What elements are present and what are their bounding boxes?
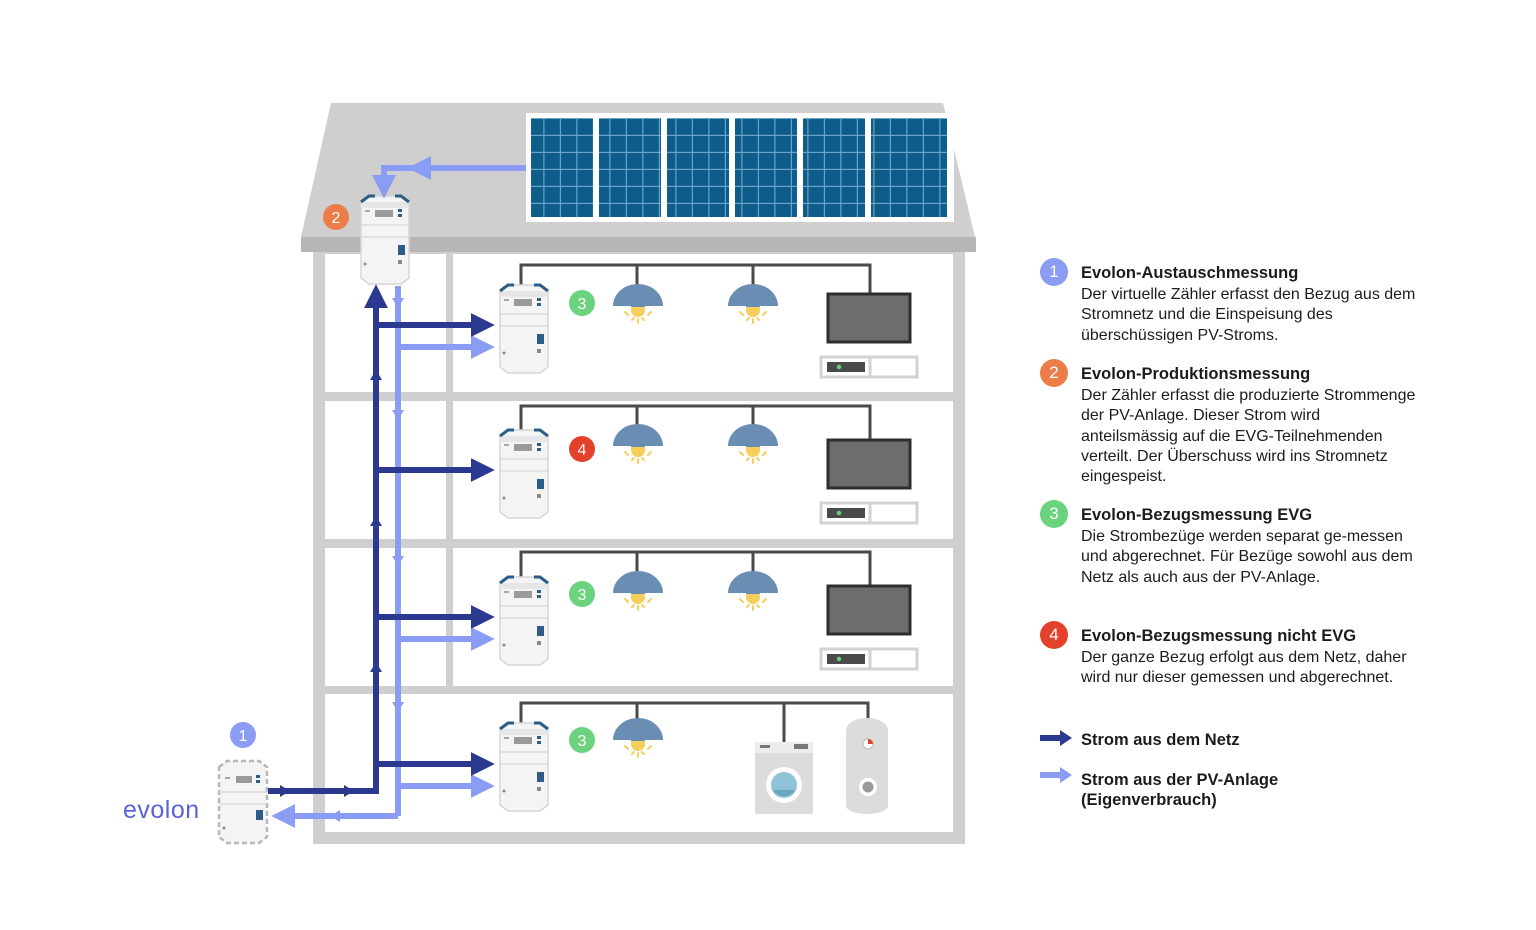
washing-machine-icon <box>755 742 813 814</box>
svg-text:1: 1 <box>239 728 248 745</box>
roof-meter <box>359 194 411 286</box>
svg-text:3: 3 <box>578 296 587 313</box>
legend-pv-label: Strom aus der PV-Anlage (Eigenverbrauch) <box>1081 771 1279 810</box>
badge-3: 3 <box>569 727 595 753</box>
badge-2: 2 <box>323 204 349 230</box>
virtual-meter <box>217 759 269 845</box>
legend-badge: 1 <box>1040 258 1068 286</box>
legend-text: Der ganze Bezug erfolgt aus dem Netz, da… <box>1081 649 1407 687</box>
legend-grid-label: Strom aus dem Netz <box>1081 731 1240 749</box>
light-arrow-icon <box>1040 767 1072 783</box>
badge-4: 4 <box>569 436 595 462</box>
legend-badge: 2 <box>1040 359 1068 387</box>
badge-3: 3 <box>569 290 595 316</box>
svg-text:3: 3 <box>578 587 587 604</box>
tv-icon <box>819 584 919 671</box>
grid-flow-arrows <box>268 284 495 794</box>
tv-icon <box>819 292 919 379</box>
badge-1: 1 <box>230 722 256 748</box>
tv-icon <box>819 438 919 525</box>
legend-title: Evolon-Austauschmessung <box>1081 264 1299 282</box>
svg-text:4: 4 <box>578 442 587 459</box>
floor4-meter <box>498 721 550 813</box>
floor3-meter <box>498 575 550 667</box>
wiring <box>519 263 872 742</box>
svg-text:3: 3 <box>578 733 587 750</box>
legend-title: Evolon-Bezugsmessung EVG <box>1081 506 1313 524</box>
legend-text: Der Zähler erfasst die produzierte Strom… <box>1081 387 1416 486</box>
svg-text:2: 2 <box>332 210 341 227</box>
badge-3: 3 <box>569 581 595 607</box>
solar-panel-icon <box>526 113 954 222</box>
floor2-meter <box>498 428 550 520</box>
legend-badge: 4 <box>1040 621 1068 649</box>
pv-flow-arrows <box>271 156 526 828</box>
legend-text: Die Strombezüge werden separat ge-messen… <box>1081 528 1413 586</box>
boiler-icon <box>846 718 888 814</box>
floor1-meter <box>498 283 550 375</box>
legend-badge: 3 <box>1040 500 1068 528</box>
legend-title: Evolon-Bezugsmessung nicht EVG <box>1081 627 1357 645</box>
legend-title: Evolon-Produktionsmessung <box>1081 365 1311 383</box>
dark-arrow-icon <box>1040 730 1072 746</box>
evolon-logo: evolon <box>123 796 200 824</box>
legend-text: Der virtuelle Zähler erfasst den Bezug a… <box>1081 286 1416 344</box>
